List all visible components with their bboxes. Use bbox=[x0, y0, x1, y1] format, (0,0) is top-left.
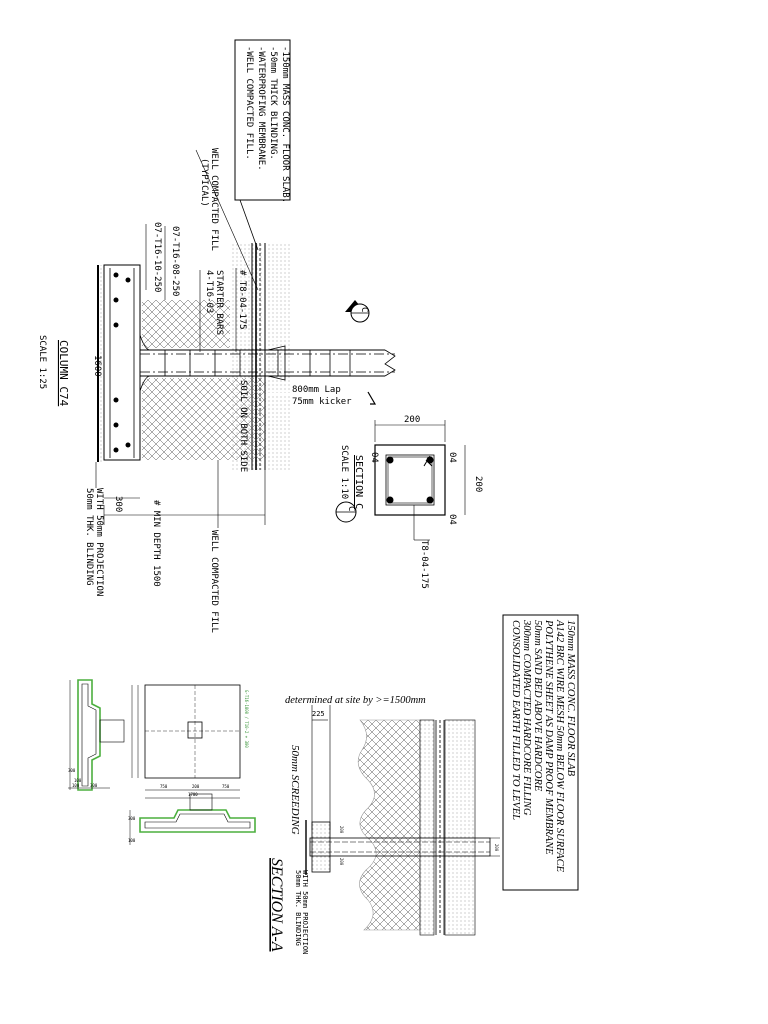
svg-text:C: C bbox=[359, 307, 369, 312]
blinding-label-2: WITH 50mm PROJECTION bbox=[94, 488, 104, 596]
section-a-title: SECTION A-A bbox=[268, 858, 285, 952]
floor-notes: 150mm MASS CONC. FLOOR SLAB A142 BRC WIR… bbox=[502, 614, 579, 891]
rebar-t8-label: # T8-04-175 bbox=[237, 270, 247, 330]
svg-text:200: 200 bbox=[339, 826, 344, 834]
svg-text:200: 200 bbox=[339, 858, 344, 866]
svg-text:300: 300 bbox=[128, 816, 136, 821]
dim-1600: 1600 bbox=[92, 355, 102, 377]
section-c-rebar: T8-04-175 bbox=[419, 540, 429, 589]
notes-text: -150mm MASS CONC. FLOOR SLAB. -50mm THIC… bbox=[244, 46, 290, 203]
svg-text:100: 100 bbox=[128, 838, 136, 843]
section-c-dim-top: 200 bbox=[404, 415, 420, 425]
fill-bottom-label: WELL COMPACTED FILL bbox=[209, 530, 219, 633]
svg-text:04: 04 bbox=[369, 452, 379, 463]
floor-note-1: 150mm MASS CONC. FLOOR SLAB bbox=[565, 620, 576, 777]
column-scale: SCALE 1:25 bbox=[37, 335, 47, 389]
svg-text:300: 300 bbox=[90, 783, 98, 788]
rebar-0708-label: 07-T16-08-250 bbox=[170, 226, 180, 296]
section-a-blinding-2: WITH 50mm PROJECTION bbox=[301, 870, 309, 954]
column-detail: -150mm MASS CONC. FLOOR SLAB. -50mm THIC… bbox=[37, 39, 396, 633]
small-base: 750 200 750 1700 G-T16-1800 / T10-2 + 30… bbox=[68, 679, 256, 845]
svg-text:200: 200 bbox=[494, 844, 499, 852]
svg-text:100: 100 bbox=[72, 783, 80, 788]
fill-label-group: WELL COMPACTED FILL (TYPICAL) bbox=[199, 148, 219, 251]
soil-label: SOIL ON BOTH SIDE bbox=[238, 380, 248, 472]
svg-text:04: 04 bbox=[447, 514, 457, 525]
svg-text:200: 200 bbox=[192, 784, 200, 789]
svg-text:750: 750 bbox=[160, 784, 168, 789]
lap-label: 800mm Lap bbox=[292, 385, 341, 395]
section-c-dim-side: 200 bbox=[473, 476, 483, 492]
section-a-determined: determined at site by >=1500mm bbox=[285, 695, 426, 706]
floor-note-5: 300mm COMPACTED HARDCORE FILLING bbox=[521, 619, 532, 816]
note-line-2: -50mm THICK BLINDING. bbox=[268, 46, 278, 160]
svg-text:100: 100 bbox=[74, 778, 82, 783]
note-line-3: -WATERPROFING MEMBRANE. bbox=[256, 46, 266, 171]
section-a-dim-225: 225 bbox=[312, 710, 325, 718]
dim-300: 300 bbox=[113, 496, 123, 512]
fill-label: WELL COMPACTED FILL bbox=[209, 148, 219, 251]
note-line-4: -WELL COMPACTED FILL. bbox=[244, 46, 254, 160]
section-c-scale: SCALE 1:10 bbox=[339, 445, 349, 499]
starter-label: 4-T16-03 bbox=[204, 270, 214, 313]
screeding-label: 50mm SCREEDING bbox=[289, 745, 301, 835]
svg-text:300: 300 bbox=[68, 768, 76, 773]
green-note: G-T16-1800 / T10-2 + 300 bbox=[244, 690, 249, 748]
column-title: COLUMN C74 bbox=[57, 340, 70, 407]
svg-text:1700: 1700 bbox=[188, 792, 198, 797]
starter-label-2: STARTER BARS bbox=[214, 270, 224, 335]
floor-note-3: POLYTHENE SHEET AS DAMP PROOF MEMBRANE bbox=[543, 619, 554, 855]
typical-label: (TYPICAL) bbox=[199, 158, 209, 207]
floor-note-2: A142 BRC WIRE MESH 50mm BELOW FLOOR SURF… bbox=[554, 619, 565, 873]
blinding-label-1: 50mm THK. BLINDING bbox=[84, 488, 94, 586]
section-c-title: SECTION C bbox=[353, 455, 364, 509]
svg-text:750: 750 bbox=[222, 784, 230, 789]
floor-note-6: CONSOLIDATED EARTH FILLED TO LEVEL bbox=[510, 620, 521, 820]
note-line-1: -150mm MASS CONC. FLOOR SLAB. bbox=[280, 46, 290, 203]
section-a-blinding-1: 50mm THK. BLINDING bbox=[294, 870, 302, 946]
rebar-0710-label: 07-T16-10-250 bbox=[152, 222, 162, 292]
min-depth: # MIN DEPTH 1500 bbox=[151, 500, 161, 587]
floor-note-4: 50mm SAND BED ABOVE HARDCORE bbox=[532, 620, 543, 792]
kicker-label: 75mm kicker bbox=[292, 397, 352, 407]
section-c-marker: C bbox=[346, 506, 356, 511]
section-a-a: determined at site by >=1500mm 225 200 2… bbox=[268, 695, 500, 954]
svg-text:04: 04 bbox=[447, 452, 457, 463]
section-c-marker-top: C bbox=[345, 300, 370, 323]
section-c: 200 200 04 04 04 T8-04-175 SECTION C SCA… bbox=[335, 415, 483, 589]
notes-box bbox=[234, 39, 291, 201]
